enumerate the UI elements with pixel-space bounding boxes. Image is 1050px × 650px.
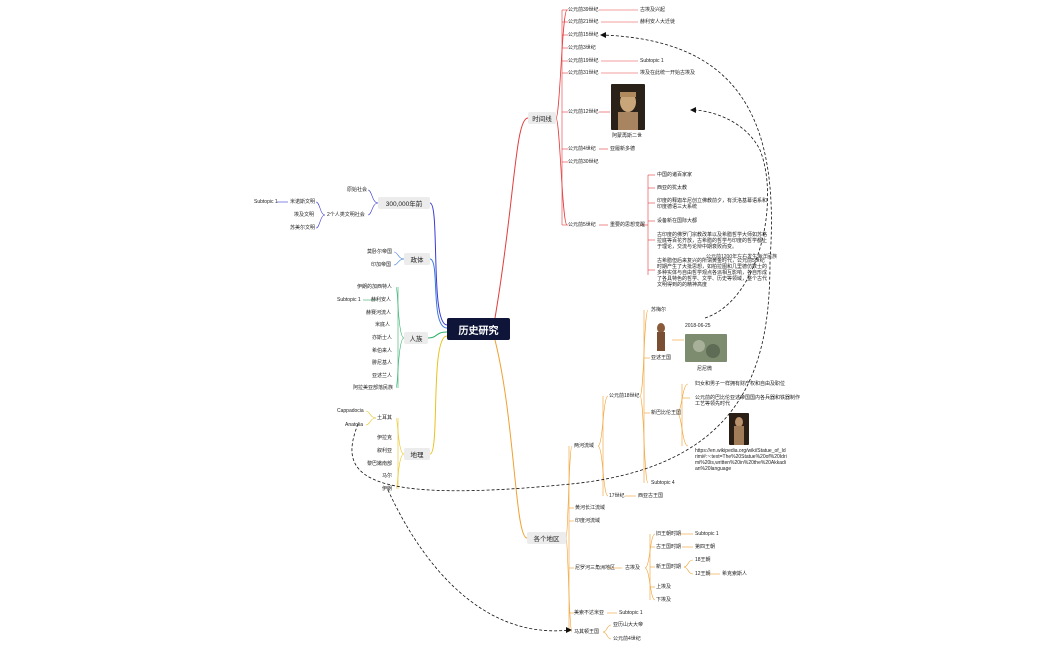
branch-politics[interactable]: 政体	[404, 253, 430, 265]
axial-item[interactable]: 印度的释迦牟尼创立佛教前夕，有沃洛基幕语系和印度德语三大系统	[657, 198, 768, 210]
central-topic[interactable]: 历史研究	[447, 318, 510, 340]
date-label: 2018-06-25	[685, 323, 711, 329]
idrimi-statue-photo[interactable]	[729, 413, 749, 445]
people-node[interactable]: 米底人	[375, 322, 391, 328]
axial-item[interactable]: 中国的诸百家家	[657, 172, 693, 178]
map-photo[interactable]	[685, 334, 727, 362]
prehistory-node[interactable]: Subtopic 1	[254, 199, 278, 205]
timeline-child[interactable]: Subtopic 1	[640, 58, 664, 64]
timeline-child[interactable]: 重要的思想觉醒	[610, 222, 646, 228]
region-note[interactable]: 妇女和男子一样拥有财产权和自由及职位	[695, 381, 786, 387]
people-node[interactable]: 赫利安人	[371, 297, 392, 303]
geo-node[interactable]: 伊拉克	[377, 435, 393, 441]
region-node[interactable]: 新王国时期	[656, 564, 682, 570]
region-node[interactable]: Subtopic 1	[619, 610, 643, 616]
region-node[interactable]: 尼尼微	[697, 366, 713, 372]
geo-node[interactable]: 伊朗	[382, 486, 393, 492]
region-node[interactable]: 12王朝	[695, 571, 711, 577]
region-node[interactable]: 两河流域	[574, 443, 595, 449]
region-node[interactable]: 上埃及	[656, 584, 672, 590]
timeline-node[interactable]: 公元前39世纪	[568, 7, 599, 13]
branch-peoples[interactable]: 人族	[404, 332, 428, 344]
region-node[interactable]: 旧王朝时期	[656, 531, 682, 537]
region-node[interactable]: 17世纪	[609, 493, 625, 499]
region-node[interactable]: 古埃及	[625, 565, 641, 571]
region-node[interactable]: 印度河流域	[575, 518, 601, 524]
prehistory-node[interactable]: 埃及文明	[294, 212, 315, 218]
region-node[interactable]: 第四王朝	[695, 544, 716, 550]
people-node[interactable]: 亚述兰人	[372, 373, 393, 379]
region-node[interactable]: 美索不达米亚	[574, 610, 605, 616]
people-node[interactable]: 阿拉美亚部落民族	[353, 385, 394, 391]
axial-item[interactable]: 设备新在国际大都	[657, 218, 698, 224]
timeline-node[interactable]: 公元前4世纪	[568, 146, 596, 152]
region-node[interactable]: 下埃及	[656, 597, 672, 603]
photo-caption: 阿蒙再斯二世	[612, 133, 643, 139]
region-node[interactable]: 公元前18世纪	[609, 393, 640, 399]
statue-photo[interactable]	[654, 321, 668, 351]
people-node[interactable]: 赫赛河流人	[366, 310, 392, 316]
branch-geography[interactable]: 地理	[404, 448, 430, 460]
politics-node[interactable]: 莫卧尔帝国	[367, 249, 393, 255]
timeline-child[interactable]: 埃及在此统一开始古埃及	[640, 70, 696, 76]
axial-item[interactable]: 西亚的犹太教	[657, 185, 688, 191]
timeline-child[interactable]: 古埃及兴起	[640, 7, 666, 13]
geo-node[interactable]: 马尔	[382, 473, 393, 479]
branch-regions[interactable]: 各个地区	[527, 532, 566, 544]
region-node[interactable]: 新巴比伦王国	[651, 410, 682, 416]
timeline-node[interactable]: 公元前15世纪	[568, 32, 599, 38]
ramesses-statue-photo[interactable]	[611, 84, 645, 130]
axial-item[interactable]: 古希腊但后来复兴的所谓黄金时代，公元前5世纪时期产生了大批思想，如柏拉图和几里德…	[657, 258, 768, 288]
region-note[interactable]: 公元前的巴比伦亚述帝国国内各兵器和铁器制作工艺等领先时代	[695, 395, 801, 407]
region-node[interactable]: 古王国时期	[656, 544, 682, 550]
prehistory-node[interactable]: 米诺斯文明	[290, 199, 316, 205]
region-node[interactable]: 希克索斯人	[722, 571, 748, 577]
prehistory-node[interactable]: 苏美尔文明	[290, 225, 316, 231]
timeline-node[interactable]: 公元前31世纪	[568, 70, 599, 76]
geo-node[interactable]: Anatolia	[345, 422, 364, 428]
branch-timeline[interactable]: 时间线	[528, 112, 556, 124]
timeline-node[interactable]: 公元前30世纪	[568, 159, 599, 165]
region-node[interactable]: 公元前4世纪	[613, 636, 641, 642]
region-node[interactable]: 黄河长江流域	[575, 505, 606, 511]
politics-node[interactable]: 印加帝国	[371, 262, 392, 268]
relationship-note[interactable]: 公元前1200年左右发生海洋民族	[706, 254, 778, 260]
timeline-node[interactable]: 公元前3世纪	[568, 45, 596, 51]
people-node[interactable]: Subtopic 1	[337, 297, 361, 303]
people-node[interactable]: 希伯来人	[372, 348, 393, 354]
timeline-child[interactable]: 亚履新多德	[610, 146, 636, 152]
timeline-child[interactable]: 赫利安人大迁徙	[640, 19, 676, 25]
timeline-node[interactable]: 公元前21世纪	[568, 19, 599, 25]
timeline-node[interactable]: 公元前12世纪	[568, 109, 599, 115]
wiki-link[interactable]: https://en.wikipedia.org/wiki/Statue_of_…	[695, 448, 787, 472]
geo-node[interactable]: Cappadocia	[337, 408, 364, 414]
region-node[interactable]: Subtopic 1	[695, 531, 719, 537]
region-node[interactable]: 尼罗河三角洲地区	[575, 565, 616, 571]
timeline-node[interactable]: 公元前5世纪	[568, 222, 596, 228]
region-node[interactable]: 苏梅尔	[651, 307, 667, 313]
branch-prehistory[interactable]: 300,000年前	[378, 197, 430, 209]
timeline-node[interactable]: 公元前19世纪	[568, 58, 599, 64]
geo-node[interactable]: 叙利亚	[377, 448, 393, 454]
geo-node[interactable]: 土耳其	[377, 415, 393, 421]
region-node[interactable]: 亚历山大大帝	[613, 622, 644, 628]
region-node[interactable]: 西亚古王国	[638, 493, 664, 499]
region-node[interactable]: 马其顿王国	[574, 629, 600, 635]
region-node[interactable]: 18王朝	[695, 557, 711, 563]
people-node[interactable]: 亦斯士人	[372, 335, 393, 341]
prehistory-node[interactable]: 2个人类文明社会	[327, 212, 365, 218]
region-node[interactable]: Subtopic 4	[651, 480, 675, 486]
geo-node[interactable]: 黎巴嫩南部	[367, 461, 393, 467]
people-node[interactable]: 伊朗的加西特人	[357, 284, 393, 290]
axial-item[interactable]: 古印度的佛罗门宗教改革以及希腊哲学大师如苏格拉底等百花齐放，古希腊的哲学与印度的…	[657, 232, 768, 250]
region-node[interactable]: 亚述王国	[651, 355, 672, 361]
people-node[interactable]: 腓尼基人	[372, 360, 393, 366]
prehistory-node[interactable]: 原始社会	[347, 187, 368, 193]
